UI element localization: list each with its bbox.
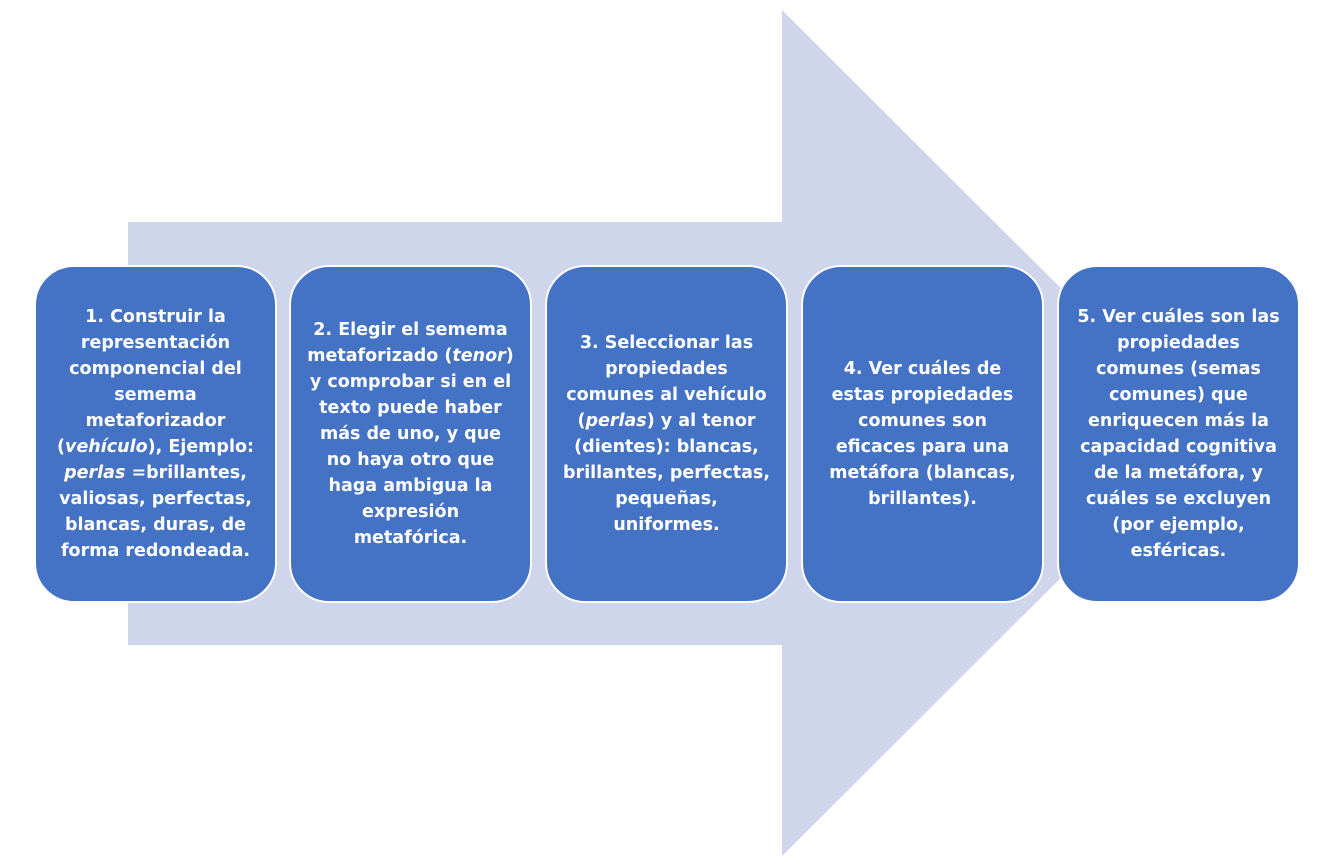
step-5-text: 5. Ver cuáles son las propiedades comune…	[1075, 304, 1282, 564]
text-segment: ) y al tenor (dientes): blancas, brillan…	[563, 411, 770, 535]
text-segment: ), Ejemplo:	[147, 437, 254, 457]
step-4-box: 4. Ver cuáles de estas propiedades comun…	[801, 265, 1044, 603]
text-segment: 3. Seleccionar las propiedades comunes a…	[566, 333, 767, 431]
step-5-box: 5. Ver cuáles son las propiedades comune…	[1057, 265, 1300, 603]
step-3-box: 3. Seleccionar las propiedades comunes a…	[545, 265, 788, 603]
text-segment: 4. Ver cuáles de estas propiedades comun…	[829, 359, 1016, 509]
italic-term: vehículo	[65, 437, 148, 457]
text-segment: =brillantes, valiosas, perfectas, blanca…	[59, 463, 252, 561]
text-segment: 5. Ver cuáles son las propiedades comune…	[1077, 307, 1280, 561]
step-1-text: 1. Construir la representación componenc…	[52, 304, 259, 564]
step-2-text: 2. Elegir el semema metaforizado (tenor)…	[307, 317, 514, 551]
text-segment: 1. Construir la representación componenc…	[57, 307, 242, 457]
italic-term: perlas	[585, 411, 647, 431]
italic-term: perlas	[64, 463, 126, 483]
italic-term: tenor	[452, 346, 506, 366]
step-4-text: 4. Ver cuáles de estas propiedades comun…	[819, 356, 1026, 512]
step-2-box: 2. Elegir el semema metaforizado (tenor)…	[289, 265, 532, 603]
text-segment: ) y comprobar si en el texto puede haber…	[309, 346, 514, 548]
step-3-text: 3. Seleccionar las propiedades comunes a…	[563, 330, 770, 538]
text-segment: 2. Elegir el semema metaforizado (	[307, 320, 508, 366]
step-1-box: 1. Construir la representación componenc…	[34, 265, 277, 603]
